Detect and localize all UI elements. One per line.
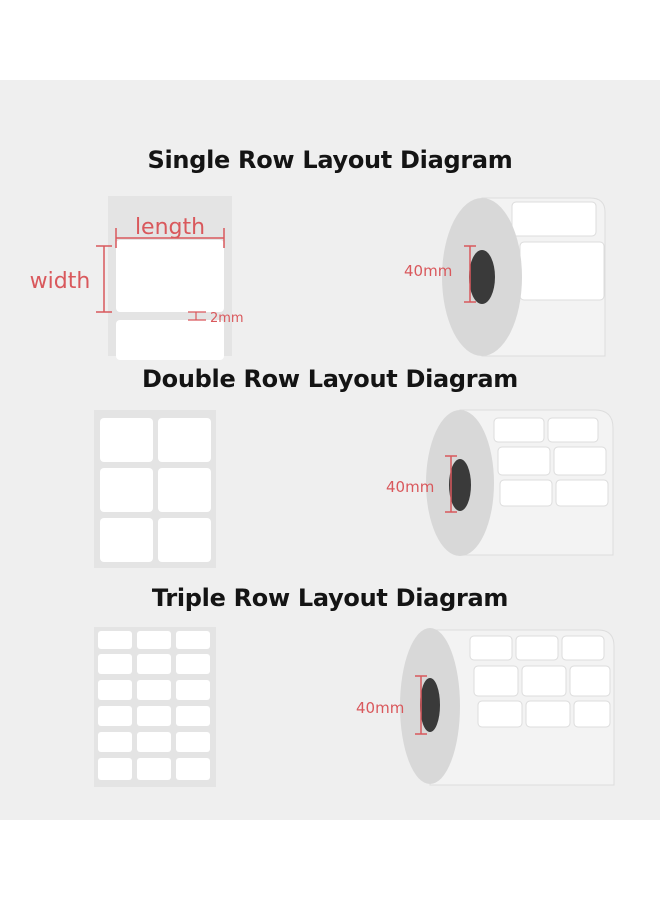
width-dimension <box>96 245 112 313</box>
length-dimension <box>115 228 225 248</box>
label <box>511 201 597 237</box>
triple-row-roll <box>400 628 615 786</box>
label <box>547 417 599 443</box>
triple-row-title: Triple Row Layout Diagram <box>151 584 509 612</box>
length-label: length <box>135 215 205 240</box>
core-diameter-marker <box>445 455 457 513</box>
gap-label: 2mm <box>210 311 244 326</box>
single-row-roll <box>442 197 606 357</box>
label <box>158 418 211 462</box>
core-diameter-marker <box>415 675 427 735</box>
double-row-roll <box>426 409 614 556</box>
single-row-label-strip <box>108 196 232 360</box>
label <box>100 418 153 462</box>
label <box>555 479 609 507</box>
roll-core <box>469 250 495 304</box>
roll-core <box>449 459 471 511</box>
core-diameter-label: 40mm <box>356 699 404 717</box>
single-row-title: Single Row Layout Diagram <box>147 146 513 174</box>
core-diameter-marker <box>464 245 476 303</box>
gap-dimension <box>188 311 206 321</box>
width-label: width <box>30 269 91 294</box>
label <box>497 446 551 476</box>
label <box>116 240 224 312</box>
roll-core <box>420 678 440 732</box>
double-row-label-sheet <box>94 410 216 568</box>
label <box>100 468 153 512</box>
core-diameter-label: 40mm <box>386 478 434 496</box>
label <box>493 417 545 443</box>
double-row-title: Double Row Layout Diagram <box>142 365 518 393</box>
label <box>116 320 224 360</box>
label <box>100 518 153 562</box>
label <box>519 241 605 301</box>
triple-row-label-sheet <box>94 627 216 787</box>
label <box>499 479 553 507</box>
label <box>553 446 607 476</box>
label <box>158 468 211 512</box>
core-diameter-label: 40mm <box>404 262 452 280</box>
label <box>158 518 211 562</box>
